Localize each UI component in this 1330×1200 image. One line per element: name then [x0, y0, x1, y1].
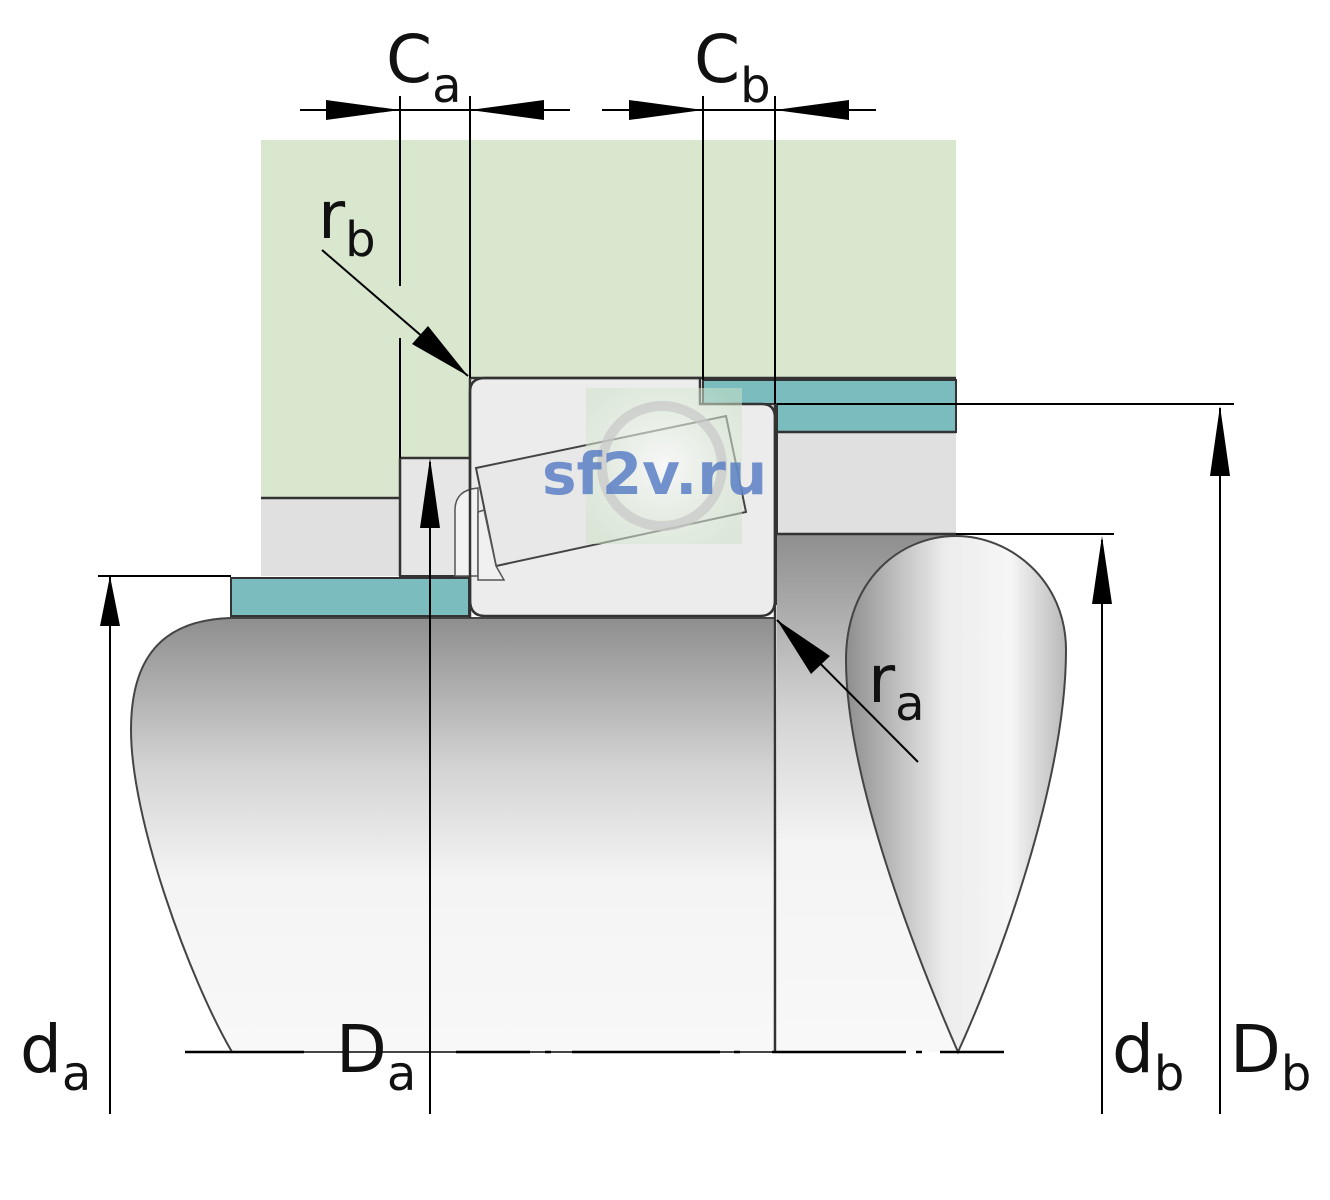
outline-lines [261, 376, 956, 1052]
label-Da: Da [336, 1011, 416, 1102]
watermark-text: sf2v.ru [542, 440, 767, 508]
label-Da-sub: a [387, 1046, 416, 1102]
outer-spacer-ring-2 [776, 403, 957, 433]
inner-ring-rib [477, 509, 506, 581]
label-rb-sub: b [345, 212, 375, 268]
label-ca-sub: a [432, 58, 461, 114]
label-cb: Cb [694, 21, 771, 114]
housing [261, 140, 956, 498]
label-db-sub: b [1154, 1046, 1184, 1102]
arrowheads [100, 100, 1230, 674]
label-rb-main: r [318, 177, 346, 254]
housing-shoulder-right [777, 432, 956, 534]
label-da: da [20, 1011, 91, 1102]
label-db: db [1112, 1011, 1184, 1102]
label-Db-main: D [1230, 1011, 1281, 1088]
label-ca-main: C [386, 21, 432, 98]
label-ra: ra [868, 641, 925, 732]
label-rb: rb [318, 177, 376, 268]
housing-shoulder-left [261, 498, 400, 576]
cage-outline [454, 487, 479, 577]
label-cb-main: C [694, 21, 740, 98]
watermark: sf2v.ru [542, 388, 767, 544]
label-da-sub: a [62, 1046, 91, 1102]
label-Db-sub: b [1281, 1046, 1311, 1102]
label-ra-sub: a [895, 676, 924, 732]
label-Da-main: D [336, 1011, 387, 1088]
inner-spacer-ring [230, 577, 470, 617]
label-da-main: d [20, 1011, 62, 1088]
label-Db: Db [1230, 1011, 1311, 1102]
label-db-main: d [1112, 1011, 1154, 1088]
label-cb-sub: b [740, 58, 770, 114]
shaft-body [129, 617, 776, 1053]
label-ca: Ca [386, 21, 462, 114]
label-ra-main: r [868, 641, 896, 718]
